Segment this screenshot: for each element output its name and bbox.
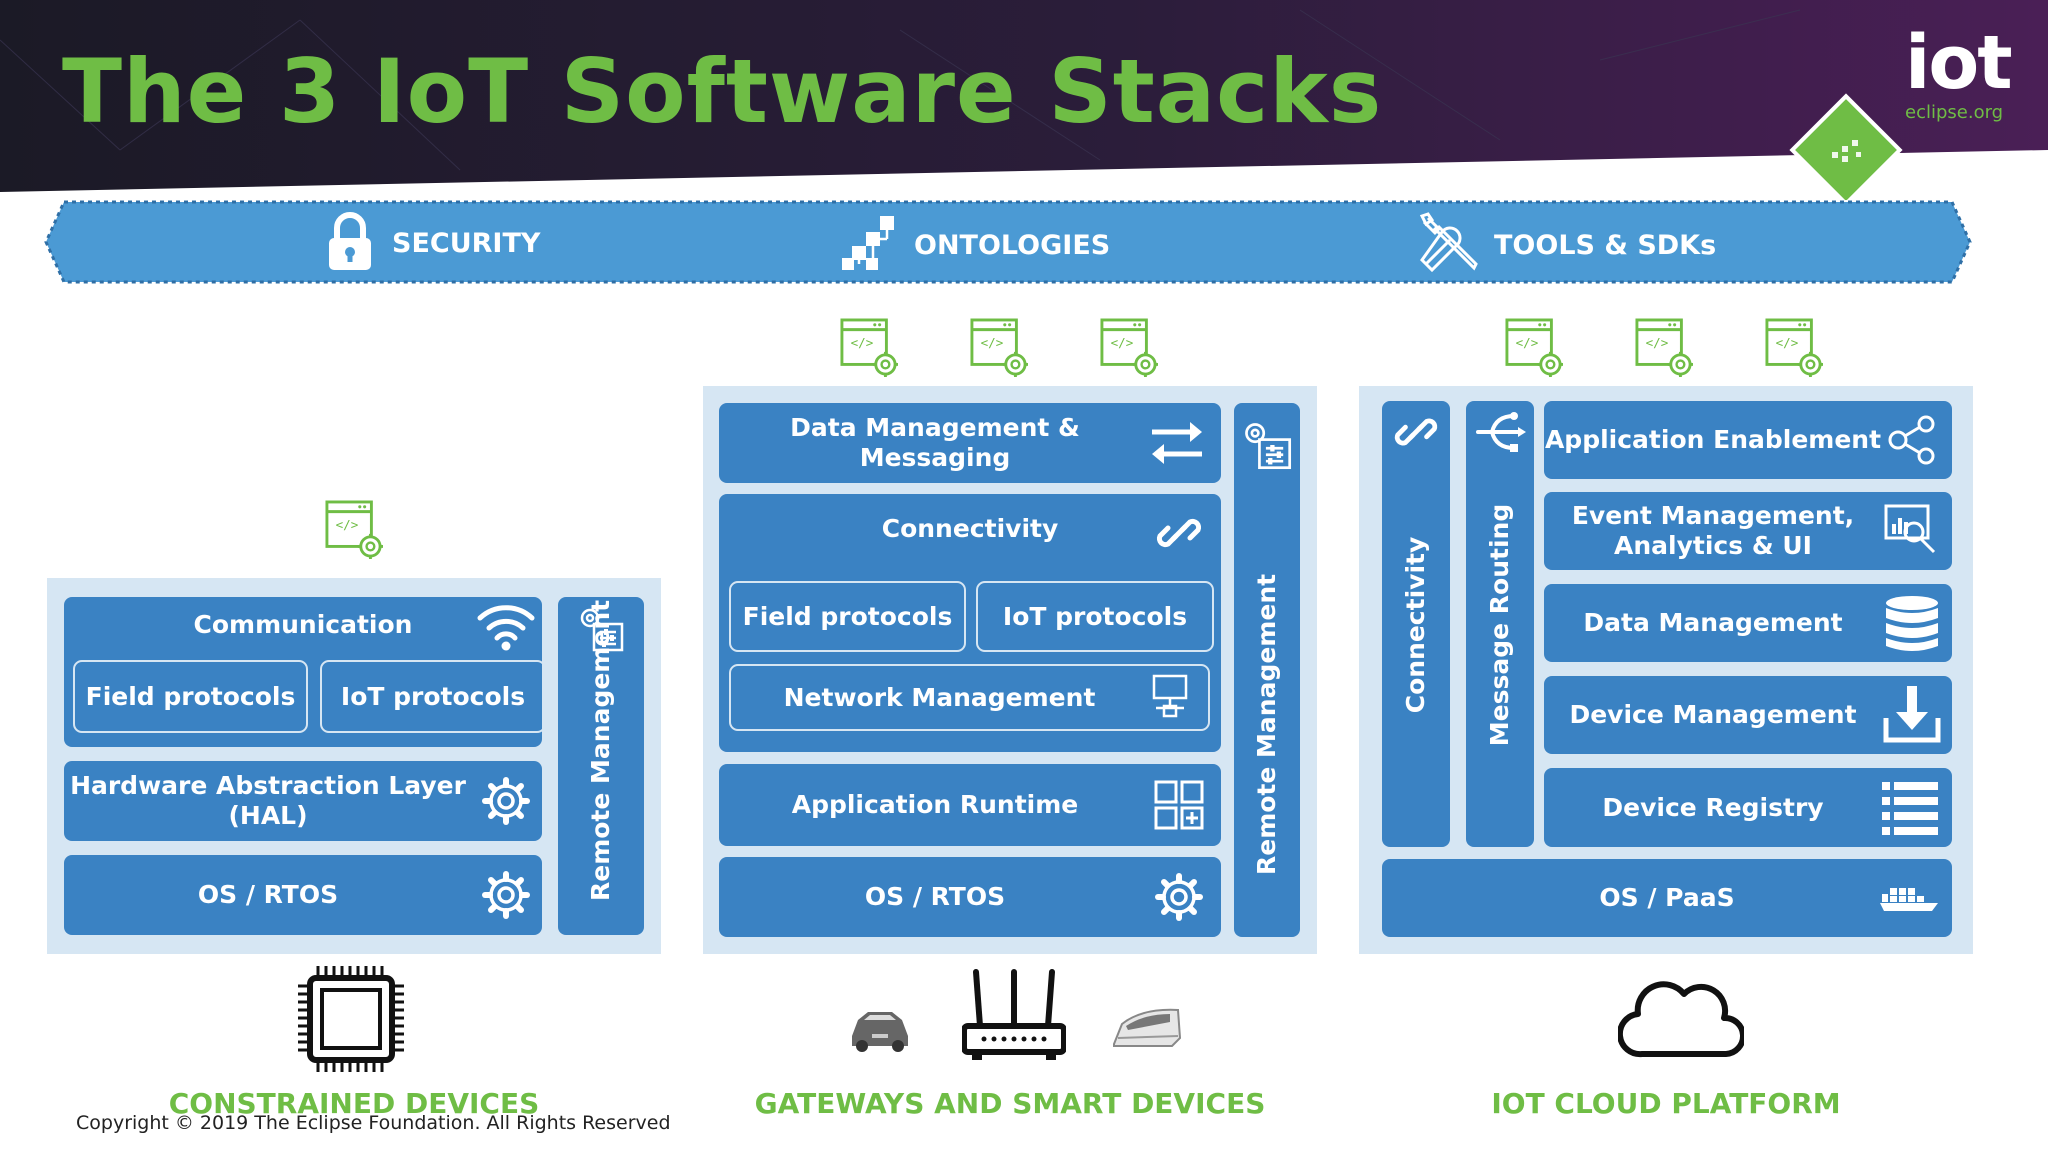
cloud-os-paas-block: OS / PaaS xyxy=(1382,859,1952,937)
network-monitor-icon xyxy=(1152,674,1188,718)
gateway-connectivity-block xyxy=(719,494,1221,752)
link-icon xyxy=(1154,508,1204,558)
event-management-block: Event Management, Analytics & UI xyxy=(1544,492,1952,570)
network-management-block: Network Management xyxy=(729,664,1210,731)
car-icon xyxy=(852,1012,908,1052)
tools-icon xyxy=(1420,212,1478,272)
message-routing-block xyxy=(1466,401,1534,847)
ontology-icon xyxy=(842,216,894,270)
routing-icon xyxy=(1476,412,1526,452)
application-enablement-block: Application Enablement xyxy=(1544,401,1952,479)
constrained-devices-caption: CONSTRAINED DEVICES xyxy=(168,1087,540,1120)
gateway-remote-management-label: Remote Management xyxy=(1252,573,1281,875)
banner-tools-label: TOOLS & SDKs xyxy=(1494,230,1717,261)
gateway-remote-management-icon xyxy=(1240,418,1294,472)
share-nodes-icon xyxy=(1888,415,1935,465)
gateway-connectivity-label: Connectivity xyxy=(881,514,1059,543)
banner-security-label: SECURITY xyxy=(392,228,541,259)
settings-gear-icon xyxy=(481,870,531,920)
cloud-code-app-icon-3 xyxy=(1765,318,1823,378)
chip-icon xyxy=(296,964,406,1074)
eclipse-logo-subtext: eclipse.org xyxy=(1905,102,2004,123)
data-management-messaging-block: Data Management & Messaging xyxy=(719,403,1221,483)
cloud-icon xyxy=(1618,981,1744,1058)
hal-block: Hardware Abstraction Layer (HAL) xyxy=(64,761,542,841)
page-title: The 3 IoT Software Stacks xyxy=(62,40,1383,143)
cloud-code-app-icon-2 xyxy=(1635,318,1693,378)
constrained-remote-management-block xyxy=(558,597,644,935)
train-icon xyxy=(1113,1008,1182,1047)
constrained-remote-management-label: Remote Management xyxy=(586,599,615,901)
device-management-block: Device Management xyxy=(1544,676,1952,754)
cloud-caption: IOT CLOUD PLATFORM xyxy=(1491,1087,1841,1120)
container-ship-icon xyxy=(1880,888,1938,911)
exchange-arrows-icon xyxy=(1152,422,1202,464)
copyright-text: Copyright © 2019 The Eclipse Foundation.… xyxy=(76,1112,671,1134)
cloud-data-management-block: Data Management xyxy=(1544,584,1952,662)
analytics-icon xyxy=(1884,504,1936,554)
cross-cutting-banner xyxy=(44,200,1972,284)
app-grid-icon xyxy=(1154,780,1204,830)
header-background xyxy=(0,0,2048,200)
constrained-field-protocols: Field protocols xyxy=(73,660,308,733)
application-runtime-block: Application Runtime xyxy=(719,764,1221,846)
plug-gear-icon xyxy=(481,776,531,826)
list-icon xyxy=(1882,782,1938,835)
database-icon xyxy=(1886,596,1938,651)
code-app-icon-3 xyxy=(1100,318,1158,378)
os-rtos-block: OS / RTOS xyxy=(64,855,542,935)
communication-label: Communication xyxy=(193,610,413,639)
download-icon xyxy=(1883,686,1941,743)
wifi-icon xyxy=(477,605,535,651)
gateway-settings-gear-icon xyxy=(1154,872,1204,922)
router-icon xyxy=(962,969,1066,1060)
cloud-code-app-icon-1 xyxy=(1505,318,1563,378)
lock-icon xyxy=(329,212,371,270)
code-app-icon-1 xyxy=(840,318,898,378)
cloud-connectivity-block xyxy=(1382,401,1450,847)
gateway-iot-protocols: IoT protocols xyxy=(976,581,1214,652)
code-app-icon xyxy=(325,500,383,560)
message-routing-label: Message Routing xyxy=(1485,503,1514,747)
cloud-connectivity-label: Connectivity xyxy=(1401,536,1430,714)
code-app-icon-2 xyxy=(970,318,1028,378)
cloud-link-icon xyxy=(1392,408,1440,456)
gateway-os-rtos-block: OS / RTOS xyxy=(719,857,1221,937)
iot-logo: iot xyxy=(1905,20,2013,106)
gateways-caption: GATEWAYS AND SMART DEVICES xyxy=(754,1087,1266,1120)
banner-ontologies-label: ONTOLOGIES xyxy=(914,230,1111,261)
communication-block xyxy=(64,597,542,747)
gateway-field-protocols: Field protocols xyxy=(729,581,966,652)
gateway-remote-management-block xyxy=(1234,403,1300,937)
constrained-iot-protocols: IoT protocols xyxy=(320,660,546,733)
